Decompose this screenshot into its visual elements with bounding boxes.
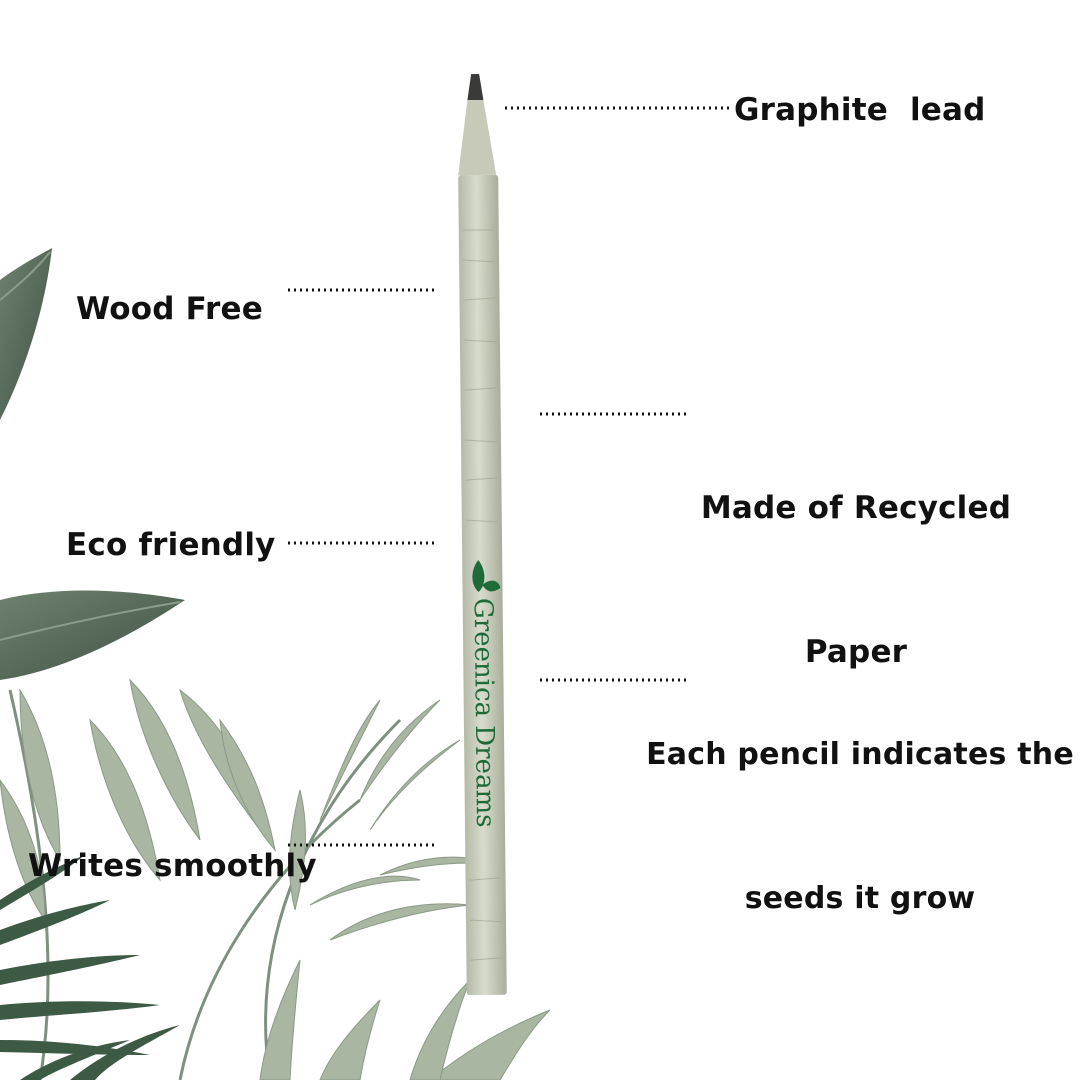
- label-seeds: Each pencil indicates the seeds it grow: [640, 635, 1080, 971]
- label-recycled-paper: Made of Recycled Paper: [700, 388, 1012, 724]
- label-eco-friendly: Eco friendly: [66, 527, 276, 563]
- pencil-cone: [458, 99, 497, 176]
- brand-leaf-icon: [472, 560, 501, 593]
- label-graphite-lead: Graphite lead: [734, 92, 986, 128]
- leaf-middle-left: [0, 590, 185, 680]
- label-seeds-line1: Each pencil indicates the: [646, 737, 1074, 772]
- foliage-bottom: [0, 678, 551, 1080]
- label-seeds-line2: seeds it grow: [744, 881, 976, 916]
- label-recycled-line1: Made of Recycled: [700, 490, 1012, 526]
- label-recycled-line2: Paper: [804, 634, 908, 670]
- pencil-brand-text: Greenica Dreams: [468, 598, 500, 828]
- label-wood-free: Wood Free: [76, 291, 263, 327]
- label-writes-smoothly: Writes smoothly: [28, 848, 317, 884]
- leaf-top-left: [0, 248, 52, 420]
- pencil: Greenica Dreams: [458, 73, 507, 996]
- graphite-tip: [467, 73, 484, 101]
